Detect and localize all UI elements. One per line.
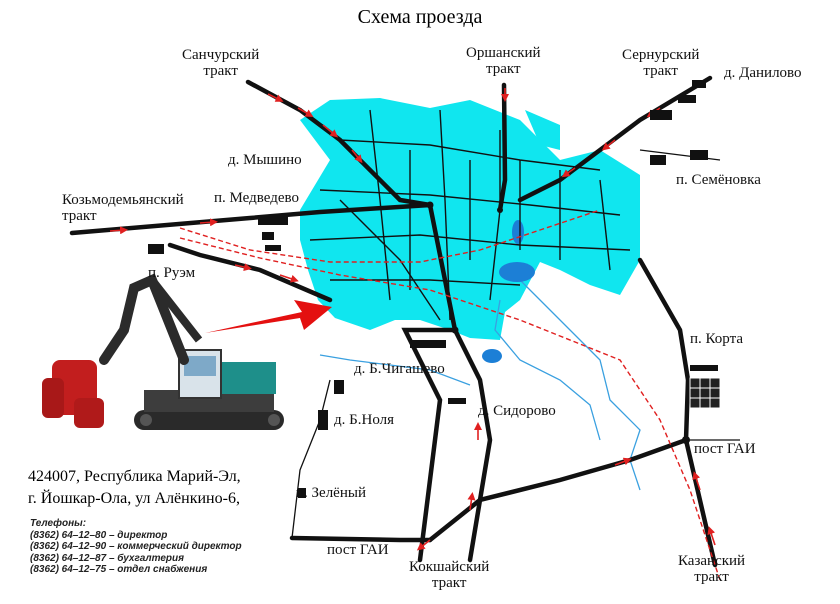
forest-harvester-image bbox=[42, 273, 284, 430]
address-line: 424007, Республика Марий-Эл, bbox=[28, 468, 241, 485]
address-line: г. Йошкар-Ола, ул Алёнкино-6, bbox=[28, 490, 240, 507]
phone-line: (8362) 64–12–90 – коммерческий директор bbox=[30, 541, 242, 552]
phone-list: Телефоны: (8362) 64–12–80 – директор (83… bbox=[30, 518, 242, 576]
label-sidorovo: д. Сидорово bbox=[478, 403, 556, 419]
lakes bbox=[482, 220, 535, 363]
kazan-grid-block bbox=[689, 377, 721, 409]
label-b-nolya: д. Б.Ноля bbox=[334, 412, 395, 428]
company-address: 424007, Республика Марий-Эл, г. Йошкар-О… bbox=[28, 466, 241, 510]
map-title: Схема проезда bbox=[357, 6, 483, 28]
label-ruem: п. Руэм bbox=[148, 265, 196, 281]
phone-line: (8362) 64–12–75 – отдел снабжения bbox=[30, 564, 208, 575]
label-b-chigashevo: д. Б.Чигашево bbox=[354, 361, 445, 377]
label-myshino: д. Мышино bbox=[228, 152, 302, 168]
red-pointer-arrow-icon bbox=[205, 300, 332, 333]
railway bbox=[179, 209, 721, 581]
phone-line: (8362) 64–12–80 – директор bbox=[30, 529, 168, 541]
label-danilovo: д. Данилово bbox=[724, 65, 802, 81]
rivers bbox=[319, 279, 641, 491]
junctions bbox=[426, 201, 690, 444]
label-medvedevo: п. Медведево bbox=[214, 190, 299, 206]
label-zeleny: п. Зелёный bbox=[296, 485, 366, 501]
city-streets bbox=[309, 109, 631, 321]
label-gai-post-east: пост ГАИ bbox=[694, 441, 756, 457]
label-semenovka: п. Семёновка bbox=[676, 172, 761, 188]
settlement-blocks bbox=[148, 80, 718, 498]
phone-line: (8362) 64–12–87 – бухгалтерия bbox=[30, 552, 185, 564]
label-korta: п. Корта bbox=[690, 331, 743, 347]
phones-heading: Телефоны: bbox=[30, 518, 87, 529]
direction-arrows bbox=[109, 88, 716, 551]
label-gai-post-south: пост ГАИ bbox=[327, 542, 389, 558]
